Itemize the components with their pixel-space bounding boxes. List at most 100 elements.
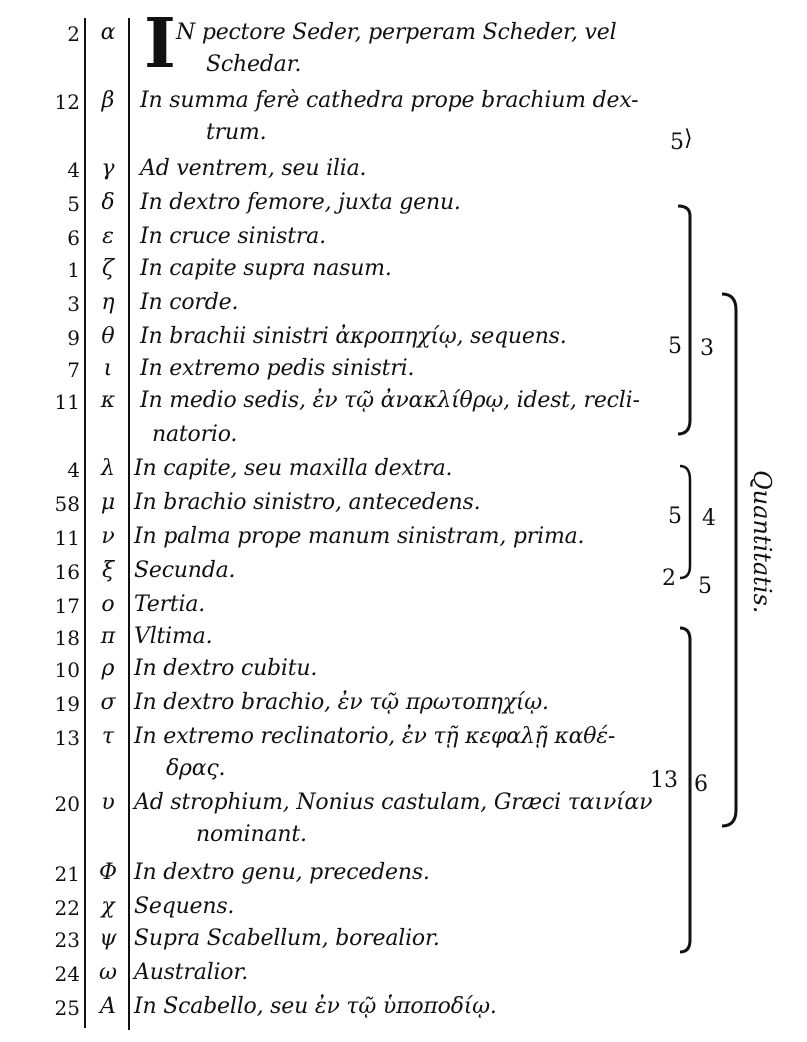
entry-row: 23 ψ Supra Scabellum, borealior. — [0, 924, 660, 958]
margin-note: 5 — [668, 334, 682, 359]
entry-row: 18 π Vltima. — [0, 622, 660, 656]
greek-letter: η — [101, 290, 115, 315]
entry-text: N pectore Seder, perperam Scheder, vel — [176, 20, 617, 45]
entry-row: 10 ρ In dextro cubitu. — [0, 654, 660, 688]
greek-letter: α — [100, 20, 116, 45]
magnitude-number: 13 — [54, 726, 80, 750]
greek-letter: γ — [101, 156, 115, 181]
magnitude-number: 19 — [54, 692, 80, 716]
magnitude-number: 3 — [67, 292, 80, 316]
greek-letter: ζ — [102, 256, 114, 281]
entry-row: 9 θ In brachii sinistri ἀκροπηχίῳ, seque… — [0, 322, 660, 356]
magnitude-number: 18 — [54, 626, 80, 650]
entry-row: 20 υ Ad strophium, Nonius castulam, Græc… — [0, 788, 660, 822]
entry-text: In dextro cubitu. — [134, 656, 318, 681]
greek-letter: ο — [101, 592, 115, 617]
entry-row: 4 γ Ad ventrem, seu ilia. — [0, 154, 660, 188]
left-column-rule — [84, 18, 86, 1028]
greek-letter: μ — [100, 490, 116, 515]
entry-text: In extremo pedis sinistri. — [140, 356, 415, 381]
magnitude-number: 25 — [54, 996, 80, 1020]
entry-row: 11 κ In medio sedis, ἐν τῷ ἀνακλίθρῳ, id… — [0, 386, 660, 420]
entry-row: 13 τ In extremo reclinatorio, ἐν τῇ κεφα… — [0, 722, 660, 756]
magnitude-number: 7 — [67, 358, 80, 382]
entry-row: 1 ζ In capite supra nasum. — [0, 254, 660, 288]
magnitude-number: 21 — [54, 862, 80, 886]
margin-note: 13 — [650, 768, 678, 793]
greek-letter: π — [100, 624, 116, 649]
entry-text: In dextro femore, juxta genu. — [140, 190, 461, 215]
entry-row: 5 δ In dextro femore, juxta genu. — [0, 188, 660, 222]
entry-text: Supra Scabellum, borealior. — [134, 926, 440, 951]
brace-group-1 — [677, 204, 692, 436]
entry-continuation: δρας. — [166, 756, 226, 781]
entry-text: In medio sedis, ἐν τῷ ἀνακλίθρῳ, idest, … — [140, 388, 640, 413]
entry-text: In Scabello, seu ἐν τῷ ὑποποδίῳ. — [134, 994, 497, 1019]
magnitude-number: 17 — [54, 594, 80, 618]
right-column-rule — [128, 18, 130, 1030]
entry-text: Tertia. — [134, 592, 206, 617]
greek-letter: ρ — [101, 656, 115, 681]
greek-letter: τ — [101, 724, 115, 749]
entry-row: 6 ε In cruce sinistra. — [0, 222, 660, 256]
greek-letter: ι — [103, 356, 113, 381]
entry-row: 17 ο Tertia. — [0, 590, 660, 624]
magnitude-number: 9 — [67, 326, 80, 350]
entry-continuation: trum. — [206, 120, 267, 145]
greek-letter: λ — [101, 456, 115, 481]
magnitude-number: 22 — [54, 896, 80, 920]
greek-letter: ν — [101, 524, 115, 549]
entry-row: 25 A In Scabello, seu ἐν τῷ ὑποποδίῳ. — [0, 992, 660, 1026]
entry-text: Sequens. — [134, 894, 235, 919]
entry-row: 7 ι In extremo pedis sinistri. — [0, 354, 660, 388]
magnitude-number: 1 — [67, 258, 80, 282]
entry-continuation: Schedar. — [206, 52, 302, 77]
magnitude-number: 11 — [54, 526, 80, 550]
greek-letter: β — [101, 88, 115, 113]
margin-note: 4 — [702, 506, 716, 531]
entry-text: In dextro genu, precedens. — [134, 860, 430, 885]
entry-continuation: natorio. — [152, 422, 238, 447]
entry-text: In dextro brachio, ἐν τῷ πρωτοπηχίῳ. — [134, 690, 549, 715]
greek-letter: χ — [101, 894, 115, 919]
magnitude-number: 10 — [54, 658, 80, 682]
magnitude-number: 2 — [67, 22, 80, 46]
entry-row: 22 χ Sequens. — [0, 892, 660, 926]
entry-row: 12 β In summa ferè cathedra prope brachi… — [0, 86, 660, 120]
entry-text: In brachii sinistri ἀκροπηχίῳ, sequens. — [140, 324, 567, 349]
entry-text: In corde. — [140, 290, 239, 315]
margin-note: 2 — [662, 566, 676, 591]
entry-row: 19 σ In dextro brachio, ἐν τῷ πρωτοπηχίῳ… — [0, 688, 660, 722]
margin-note: 5 — [670, 130, 684, 155]
greek-letter: δ — [101, 190, 115, 215]
magnitude-number: 12 — [54, 90, 80, 114]
greek-letter: θ — [101, 324, 115, 349]
brace-quantitatis — [721, 292, 738, 828]
entry-text: In extremo reclinatorio, ἐν τῇ κεφαλῇ κα… — [134, 724, 616, 749]
greek-letter: Φ — [98, 860, 118, 885]
entry-text: Australior. — [134, 960, 249, 985]
margin-note: 5 — [668, 504, 682, 529]
entry-text: Vltima. — [134, 624, 213, 649]
margin-note: 6 — [694, 772, 708, 797]
entry-text: In summa ferè cathedra prope brachium de… — [140, 88, 639, 113]
entry-row: 24 ω Australior. — [0, 958, 660, 992]
magnitude-number: 5 — [67, 192, 80, 216]
entry-row: 58 μ In brachio sinistro, antecedens. — [0, 488, 660, 522]
entry-text: Secunda. — [134, 558, 236, 583]
magnitude-number: 4 — [67, 458, 80, 482]
entry-row: 21 Φ In dextro genu, precedens. — [0, 858, 660, 892]
greek-letter: σ — [100, 690, 116, 715]
entry-continuation: nominant. — [196, 822, 307, 847]
entry-row: 4 λ In capite, seu maxilla dextra. — [0, 454, 660, 488]
brace-group-3 — [679, 626, 692, 954]
entry-row: 2 α N pectore Seder, perperam Scheder, v… — [0, 18, 660, 52]
margin-note: 5 — [698, 574, 712, 599]
magnitude-number: 58 — [54, 492, 80, 516]
greek-letter: ψ — [99, 926, 117, 951]
greek-letter: ξ — [101, 558, 115, 583]
margin-brace-glyph: ⟩ — [684, 126, 693, 151]
magnitude-number: 23 — [54, 928, 80, 952]
entry-row: 16 ξ Secunda. — [0, 556, 660, 590]
